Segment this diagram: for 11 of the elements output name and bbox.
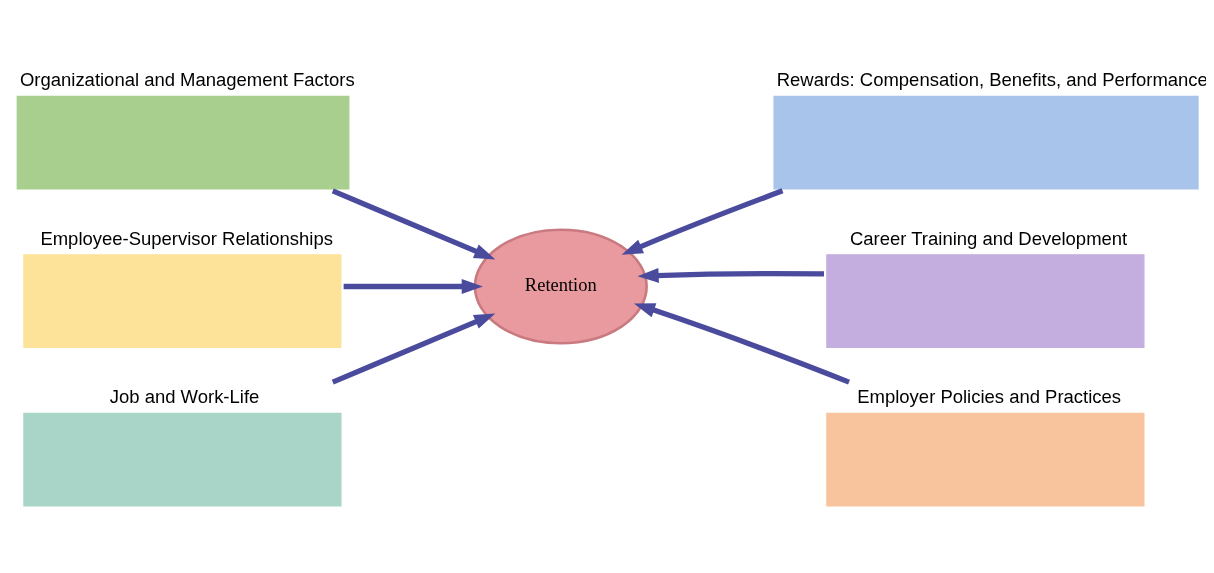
arrow bbox=[621, 188, 784, 255]
arrow bbox=[331, 188, 496, 260]
arrow bbox=[637, 268, 825, 283]
node-label: Organizational and Management Factors bbox=[19, 69, 355, 91]
arrow bbox=[331, 313, 496, 385]
node-label: Employee-Supervisor Relationships bbox=[40, 227, 333, 249]
arrow bbox=[633, 303, 850, 385]
node-label: Career Training and Development bbox=[850, 227, 1128, 249]
node-label: Job and Work-Life bbox=[109, 385, 260, 407]
arrow bbox=[343, 279, 483, 294]
node-label: Employer Policies and Practices bbox=[857, 385, 1122, 407]
